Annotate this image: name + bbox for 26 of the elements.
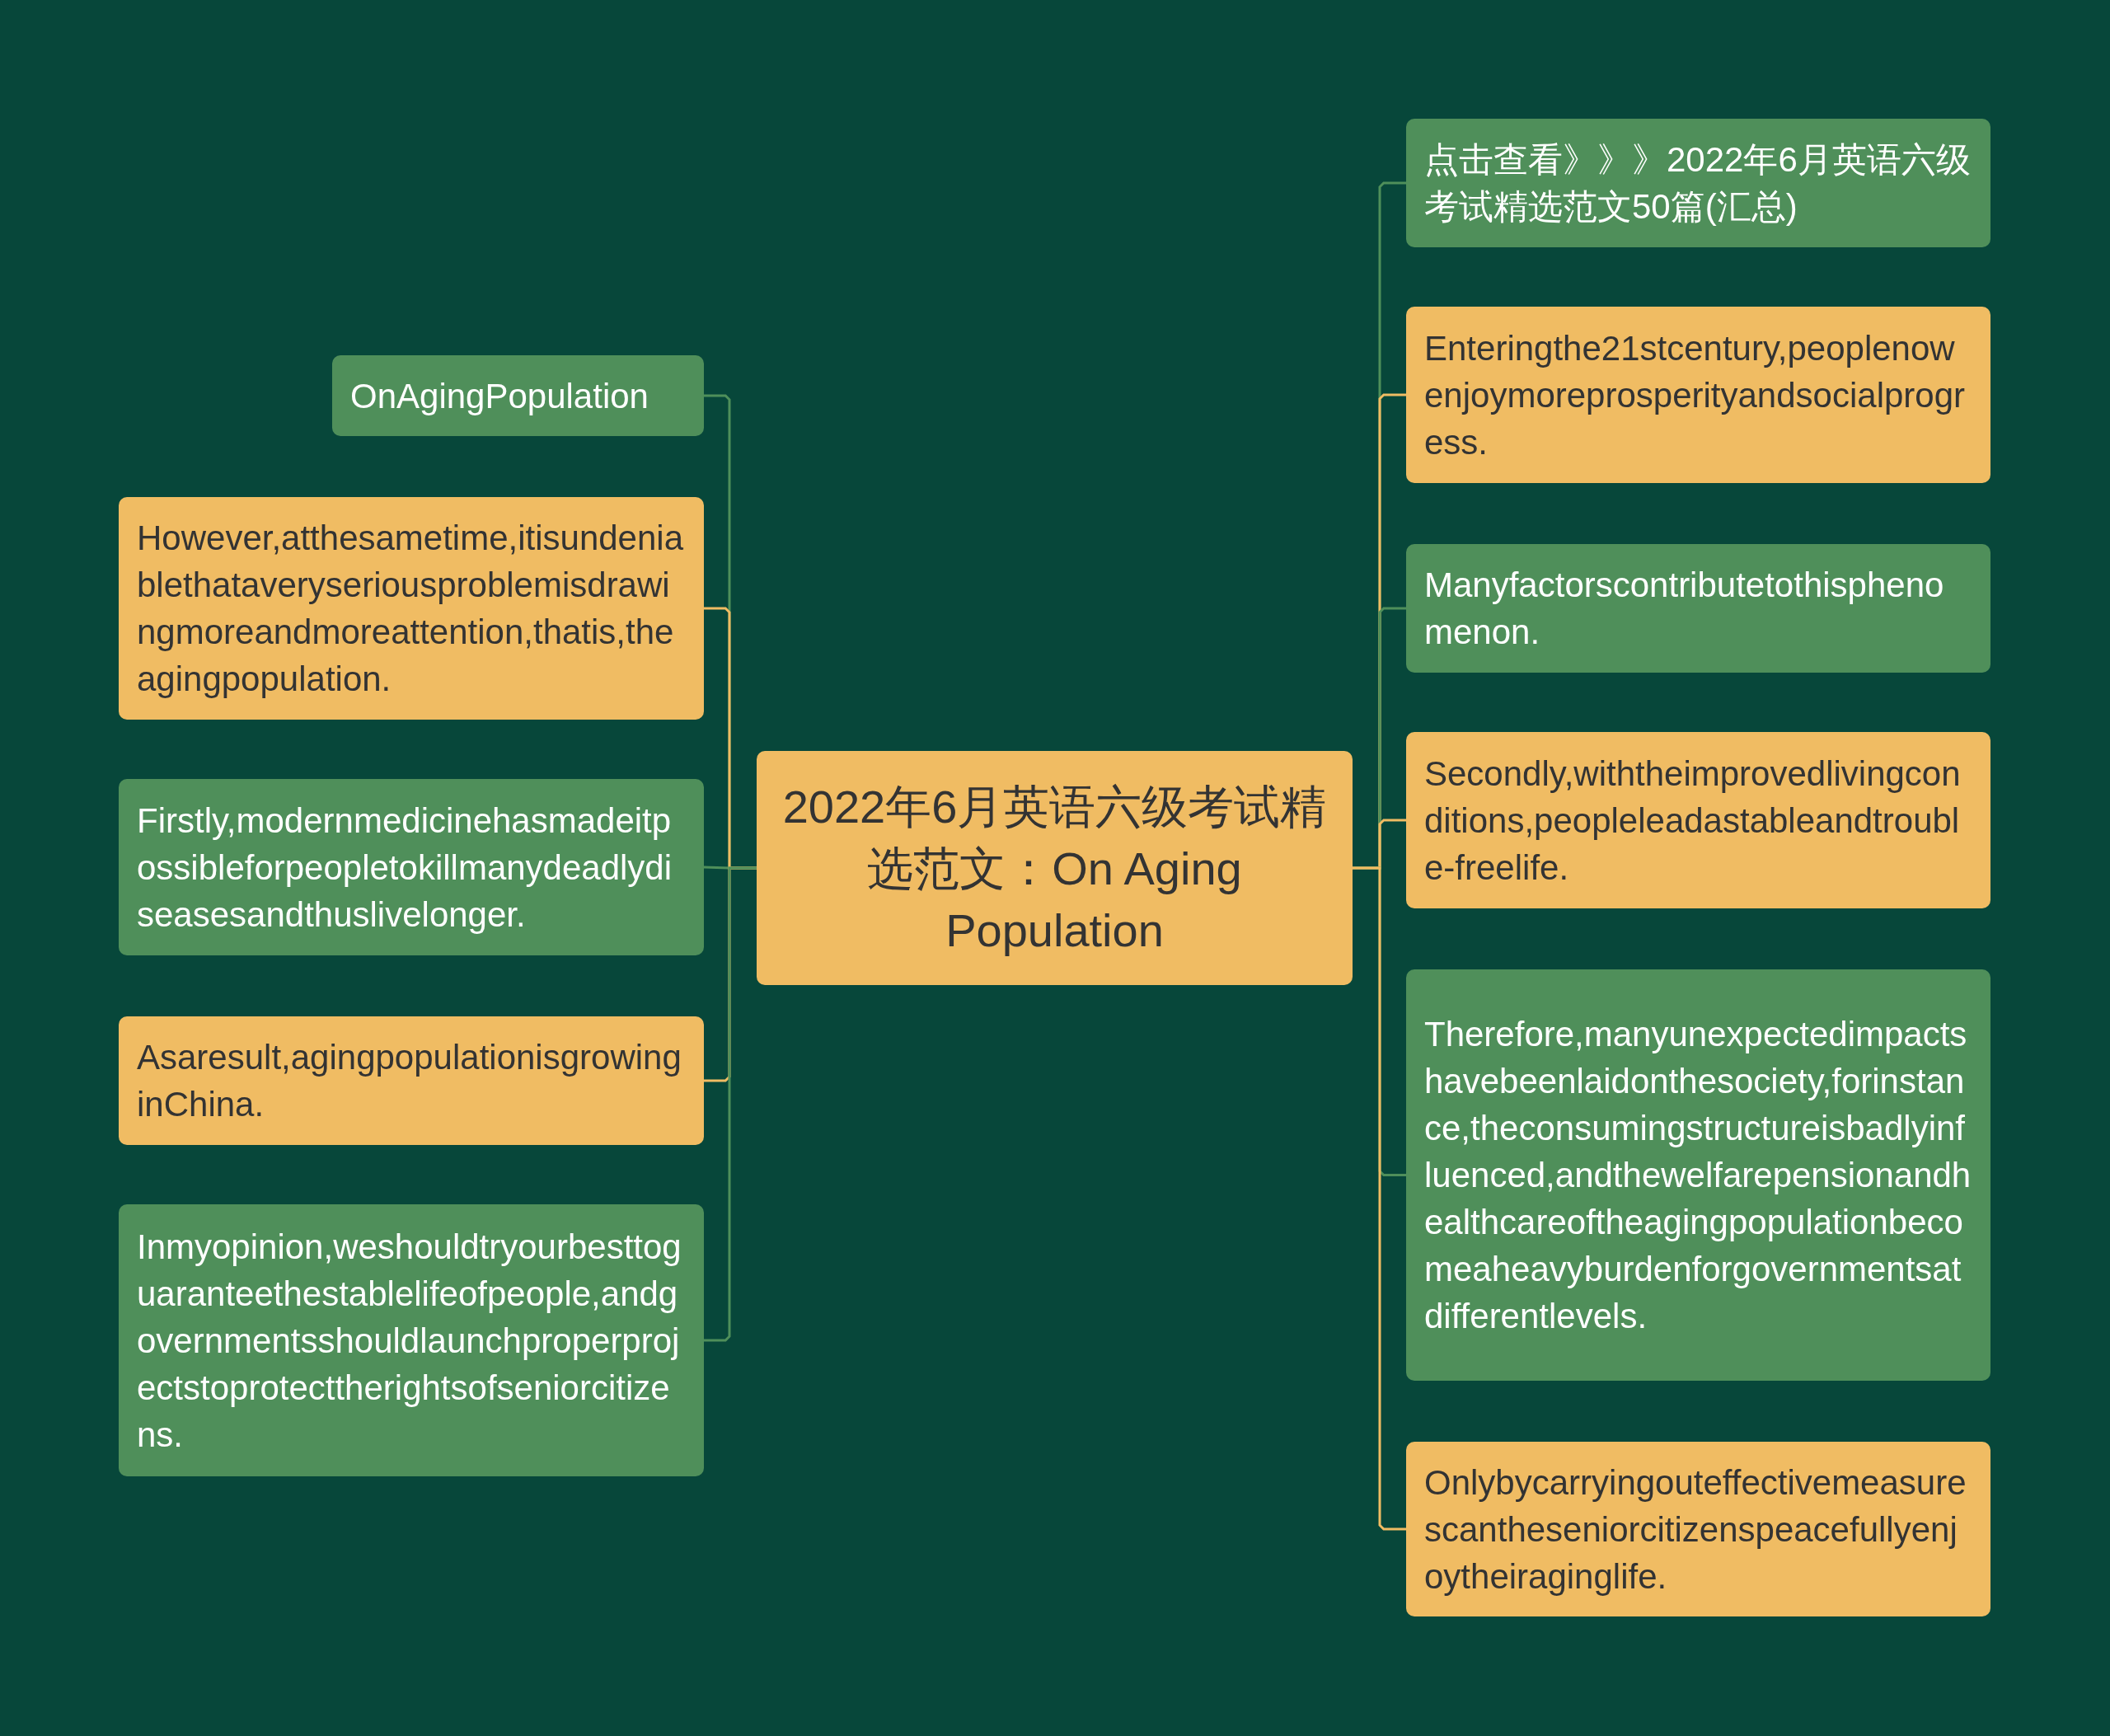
central-topic-box <box>757 751 1353 985</box>
topic-text: Secondly,withtheimprovedlivingconditions,peopleleadastableandtrouble-freelife. <box>1424 753 1962 889</box>
topic-text: Asaresult,agingpopulationisgrowinginChina. <box>137 1037 682 1125</box>
topic-text: Firstly,modernmedicinehasmadeitpossibleforpeopletokillmanydeadlydiseasesandthuslivelonger. <box>137 800 673 936</box>
connector-line <box>1353 866 1406 1531</box>
topic-text: Manyfactorscontributetothisphenomenon. <box>1424 565 1945 653</box>
topic-text: Inmyopinion,weshouldtryourbesttoguaranteethestablelifeofpeople,andgovernmentsshouldlaunchproperprojectstoprotecttherightsofseniorcitizens. <box>137 1226 682 1456</box>
central-topic-text: 2022年6月英语六级考试精选范文：On Aging Population <box>781 779 1328 958</box>
topic-box <box>1406 1442 1990 1616</box>
topic-box <box>119 1016 704 1145</box>
topic-text: OnAgingPopulation <box>350 375 649 417</box>
topic-text: 点击查看》》》2022年6月英语六级考试精选范文50篇(汇总) <box>1424 139 1972 228</box>
topic-box <box>1406 544 1990 673</box>
topic-box <box>119 779 704 955</box>
topic-box <box>1406 119 1990 247</box>
topic-box <box>119 497 704 720</box>
topic-box <box>1406 307 1990 483</box>
topic-box <box>332 355 704 436</box>
connector-line <box>704 866 757 1342</box>
topic-text: However,atthesametime,itisundeniablethataveryseriousproblemisdrawingmoreandmoreattention,thatis,theagingpopulation. <box>137 518 685 700</box>
topic-text: Enteringthe21stcentury,peoplenowenjoymoreprosperityandsocialprogress. <box>1424 327 1966 463</box>
topic-box <box>119 1204 704 1476</box>
topic-box <box>1406 732 1990 908</box>
topic-box <box>1406 969 1990 1381</box>
topic-text: Onlybycarryingouteffectivemeasurescantheseniorcitizenspeacefullyenjoytheiraginglife. <box>1424 1462 1967 1598</box>
topic-text: Therefore,manyunexpectedimpactshavebeenlaidonthesociety,forinstance,theconsumingstructureisbadlyinfluenced,andthewelfarepensionandhealthcareoftheagingpopulationbecomeaheavyburdenforgovernmentsatdifferentlevels. <box>1424 1014 1972 1337</box>
